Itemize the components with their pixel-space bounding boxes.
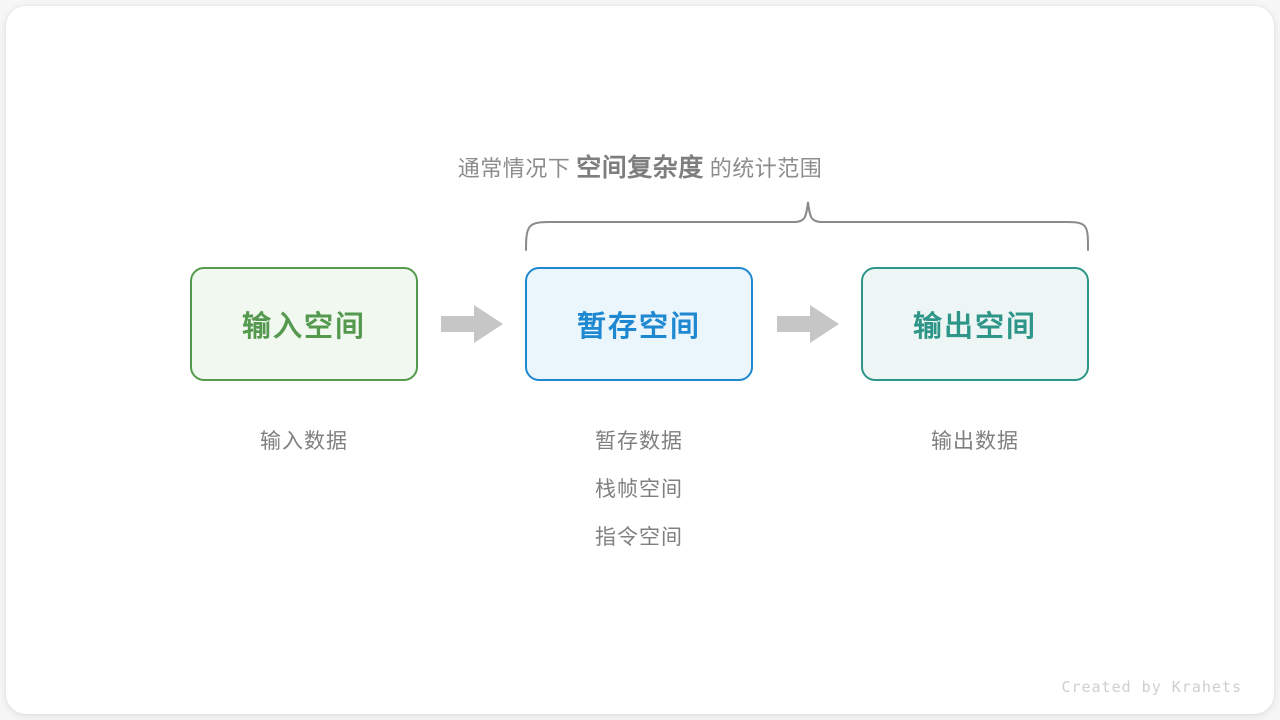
under-label-temp-line-1: 暂存数据: [595, 430, 683, 453]
under-label-temp-line-2: 栈帧空间: [595, 478, 683, 501]
caption-suffix: 的统计范围: [709, 156, 823, 181]
box-input-space-label: 输入空间: [241, 311, 366, 343]
under-label-input: 输入数据: [190, 418, 418, 466]
under-label-temp-line-3: 指令空间: [595, 526, 683, 549]
under-label-output: 输出数据: [861, 418, 1089, 466]
watermark: Created by Krahets: [1061, 678, 1242, 696]
box-input-space[interactable]: 输入空间: [190, 267, 418, 381]
box-output-space-label: 输出空间: [912, 311, 1037, 343]
caption-emphasis: 空间复杂度: [576, 154, 704, 182]
caption-prefix: 通常情况下: [457, 156, 571, 181]
box-temp-space-label: 暂存空间: [576, 311, 701, 343]
box-temp-space[interactable]: 暂存空间: [525, 267, 753, 381]
right-arrow-icon: [441, 305, 503, 343]
curly-brace-icon: [525, 201, 1089, 251]
right-arrow-icon: [777, 305, 839, 343]
brace-caption: 通常情况下空间复杂度的统计范围: [0, 148, 1280, 184]
box-output-space[interactable]: 输出空间: [861, 267, 1089, 381]
under-label-temp: 暂存数据 栈帧空间 指令空间: [525, 418, 753, 562]
under-label-input-line: 输入数据: [260, 430, 348, 453]
under-label-output-line: 输出数据: [931, 430, 1019, 453]
